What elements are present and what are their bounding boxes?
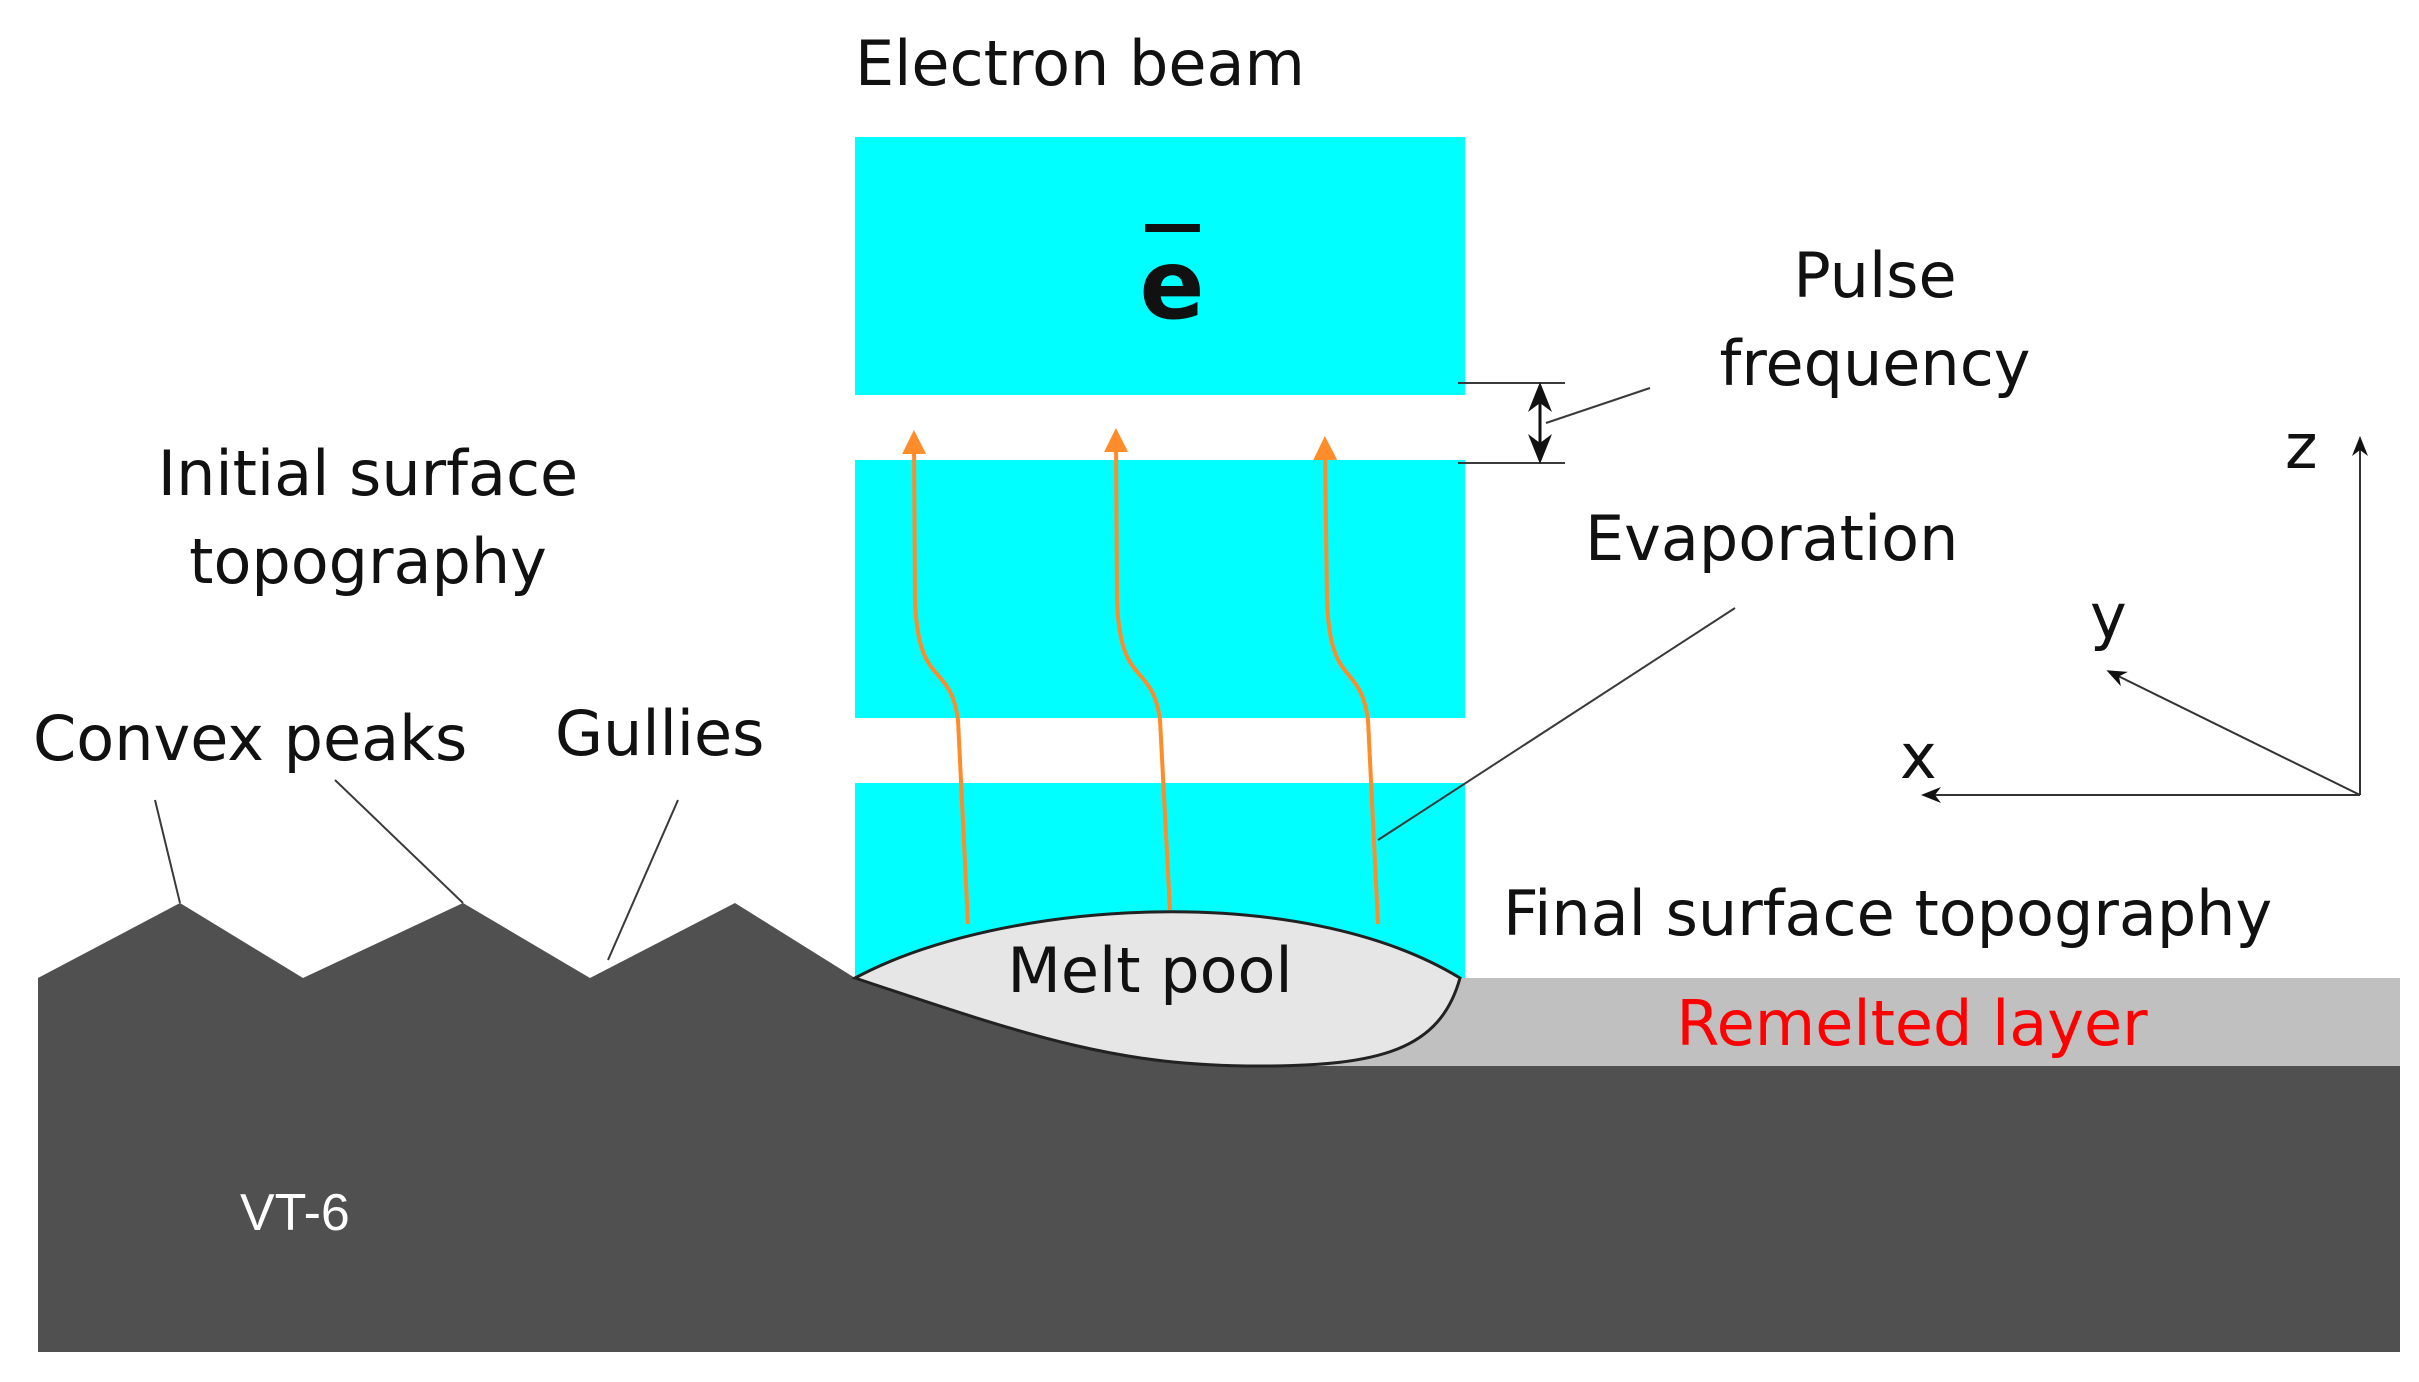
gullies-label: Gullies [555, 697, 764, 770]
remelted-layer-label: Remelted layer [1676, 987, 2148, 1060]
evaporation-label: Evaporation [1585, 502, 1958, 575]
evaporation-leader [1377, 607, 1736, 841]
beam-pulse-top [855, 137, 1465, 395]
melt-pool-shape [851, 910, 1462, 1068]
pulse-leader [1545, 387, 1651, 424]
pulse-label-line1: Pulse [1793, 239, 1956, 312]
axis-x-label: x [1900, 720, 1937, 793]
axis-y-label: y [2090, 580, 2127, 653]
convex-peak-leader-1 [154, 799, 181, 904]
melt-pool-label: Melt pool [1007, 934, 1292, 1007]
evaporation-stream-3 [1313, 436, 1380, 925]
initial-topography-line1: Initial surface [158, 437, 578, 510]
final-topography-label: Final surface topography [1503, 877, 2272, 950]
substrate-vt6 [38, 903, 2400, 1352]
material-label: VT-6 [240, 1184, 350, 1242]
axis-y [2106, 670, 2361, 796]
axis-z-label: z [2285, 410, 2318, 483]
convex-peak-leader-2 [334, 779, 464, 904]
pulse-label-line2: frequency [1720, 327, 2031, 400]
evaporation-stream-1 [902, 430, 970, 925]
gullies-leader [607, 799, 679, 961]
evaporation-stream-2 [1104, 428, 1172, 911]
initial-topography-line2: topography [189, 525, 547, 598]
electron-beam-label: Electron beam [855, 27, 1305, 100]
beam-pulse-middle [855, 460, 1465, 718]
remelted-layer-band [1270, 978, 2400, 1066]
electron-symbol: e [1139, 229, 1204, 341]
convex-peaks-label: Convex peaks [33, 702, 467, 775]
